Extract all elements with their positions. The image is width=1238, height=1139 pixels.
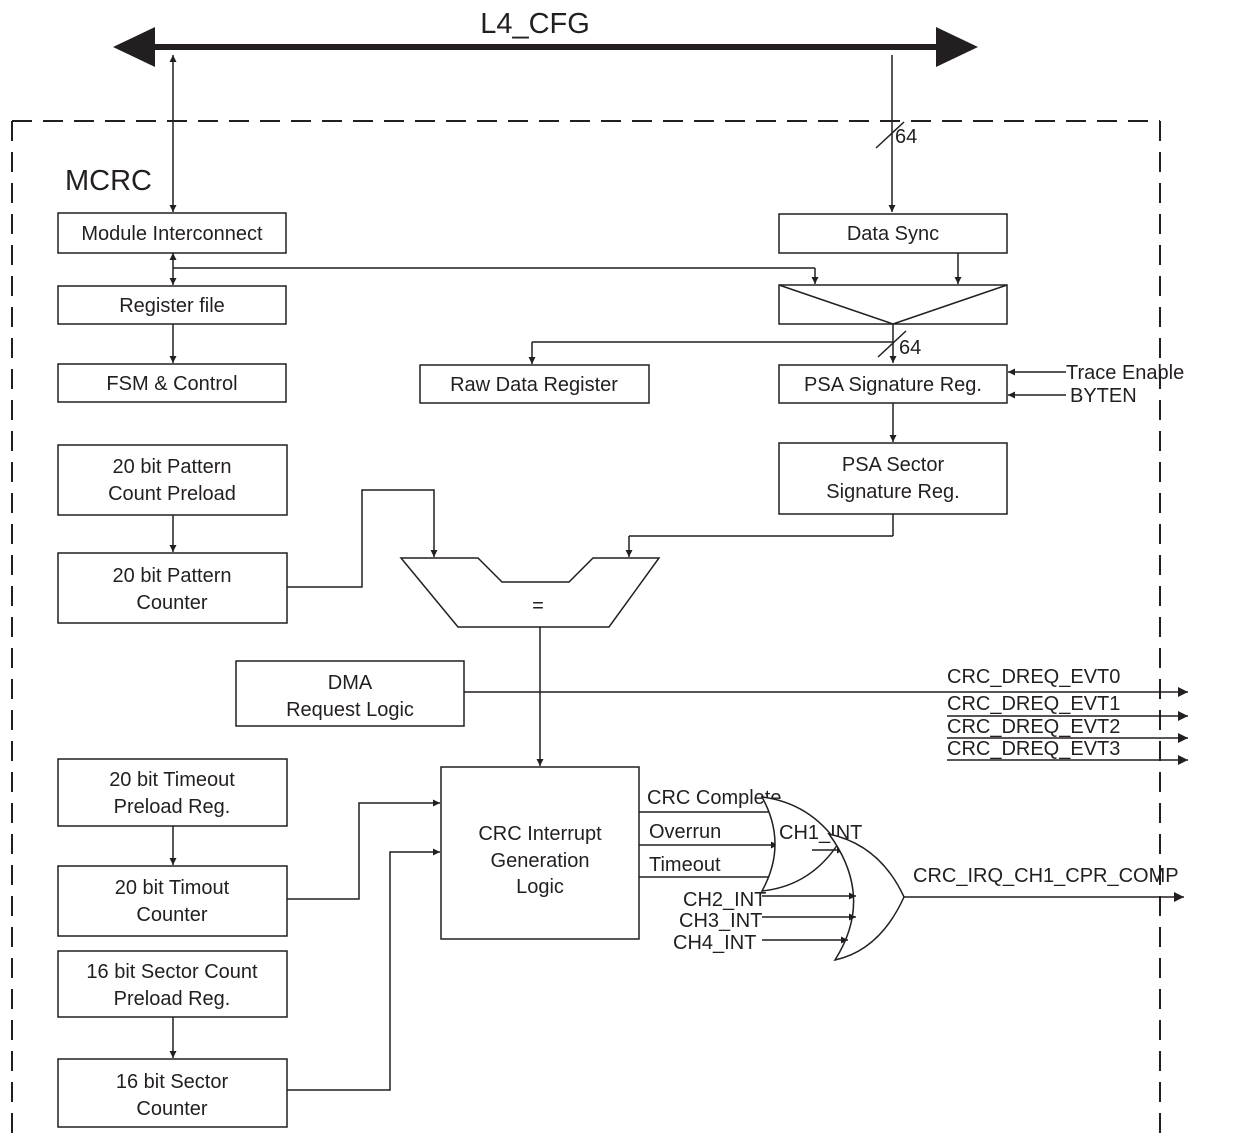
bus-label: L4_CFG — [480, 8, 590, 40]
crc-interrupt-line1: CRC Interrupt — [478, 823, 602, 845]
pattern-counter-block — [57, 552, 288, 624]
ch2-int-label: CH2_INT — [683, 889, 766, 911]
psa-sector-signature-block — [778, 442, 1008, 515]
dma-event2-label: CRC_DREQ_EVT2 — [947, 716, 1120, 738]
crc-interrupt-logic-block — [440, 766, 640, 940]
mcrc-boundary — [11, 120, 1161, 1139]
sector-counter-line1: 16 bit Sector — [116, 1071, 229, 1093]
ch4-int-label: CH4_INT — [673, 932, 756, 954]
trace-enable-label: Trace Enable — [1066, 362, 1184, 384]
psa-sector-signature-line2: Signature Reg. — [826, 481, 959, 503]
pattern-count-preload-line1: 20 bit Pattern — [113, 456, 232, 478]
data-sync-block — [778, 213, 1008, 254]
l4-cfg-bus — [113, 27, 978, 67]
sector-counter-block — [57, 1058, 288, 1128]
psa-width-label: 64 — [899, 337, 921, 359]
overrun-label: Overrun — [649, 821, 721, 843]
sector-count-preload-block — [57, 950, 288, 1018]
pattern-counter-to-comparator — [287, 489, 438, 588]
raw-data-register-label: Raw Data Register — [450, 374, 618, 396]
crc-complete-label: CRC Complete — [647, 787, 781, 809]
ch1-or-gate — [760, 796, 839, 892]
timeout-preload-line1: 20 bit Timeout — [109, 769, 235, 791]
psa-sector-signature-line1: PSA Sector — [842, 454, 945, 476]
fsm-control-block — [57, 363, 287, 403]
fsm-control-label: FSM & Control — [106, 373, 237, 395]
byten-label: BYTEN — [1070, 385, 1137, 407]
psa-signature-block — [778, 364, 1008, 404]
timeout-preload-block — [57, 758, 288, 827]
timeout-counter-line2: Counter — [136, 904, 207, 926]
register-file-block — [57, 285, 287, 325]
ch3-int-label: CH3_INT — [679, 910, 762, 932]
pattern-counter-line1: 20 bit Pattern — [113, 565, 232, 587]
dma-request-line2: Request Logic — [286, 699, 414, 721]
sector-count-preload-line1: 16 bit Sector Count — [86, 961, 258, 983]
module-interconnect-label: Module Interconnect — [81, 223, 263, 245]
crc-interrupt-line3: Logic — [516, 876, 564, 898]
data-sync-label: Data Sync — [847, 223, 939, 245]
dma-event1-label: CRC_DREQ_EVT1 — [947, 693, 1120, 715]
timeout-counter-to-interrupt-logic — [287, 799, 440, 900]
bus-width-label: 64 — [895, 126, 917, 148]
timeout-counter-block — [57, 865, 288, 937]
sector-counter-line2: Counter — [136, 1098, 207, 1120]
bus-left-arrowhead — [113, 27, 155, 67]
module-label: MCRC — [65, 165, 152, 197]
crc-interrupt-line2: Generation — [491, 850, 590, 872]
width-slash-psa — [877, 330, 907, 358]
psa-signature-label: PSA Signature Reg. — [804, 374, 982, 396]
dma-request-line1: DMA — [328, 672, 373, 694]
irq-or-gate — [827, 832, 905, 962]
comparator — [399, 557, 661, 628]
width-slash-bus — [875, 121, 905, 149]
timeout-label: Timeout — [649, 854, 721, 876]
comparator-label: = — [532, 595, 544, 617]
dma-event0-label: CRC_DREQ_EVT0 — [947, 666, 1120, 688]
timeout-preload-line2: Preload Reg. — [114, 796, 231, 818]
register-file-label: Register file — [119, 295, 225, 317]
dma-event3-label: CRC_DREQ_EVT3 — [947, 738, 1120, 760]
sector-count-preload-line2: Preload Reg. — [114, 988, 231, 1010]
data-select-mux — [778, 284, 1008, 325]
raw-data-register-block — [419, 364, 650, 404]
timeout-counter-line1: 20 bit Timout — [115, 877, 230, 899]
pattern-counter-line2: Counter — [136, 592, 207, 614]
pattern-count-preload-line2: Count Preload — [108, 483, 236, 505]
bus-right-arrowhead — [936, 27, 978, 67]
irq-output-label: CRC_IRQ_CH1_CPR_COMP — [913, 865, 1179, 887]
dma-request-logic-block — [235, 660, 465, 727]
sector-counter-to-interrupt-logic — [287, 848, 440, 1091]
